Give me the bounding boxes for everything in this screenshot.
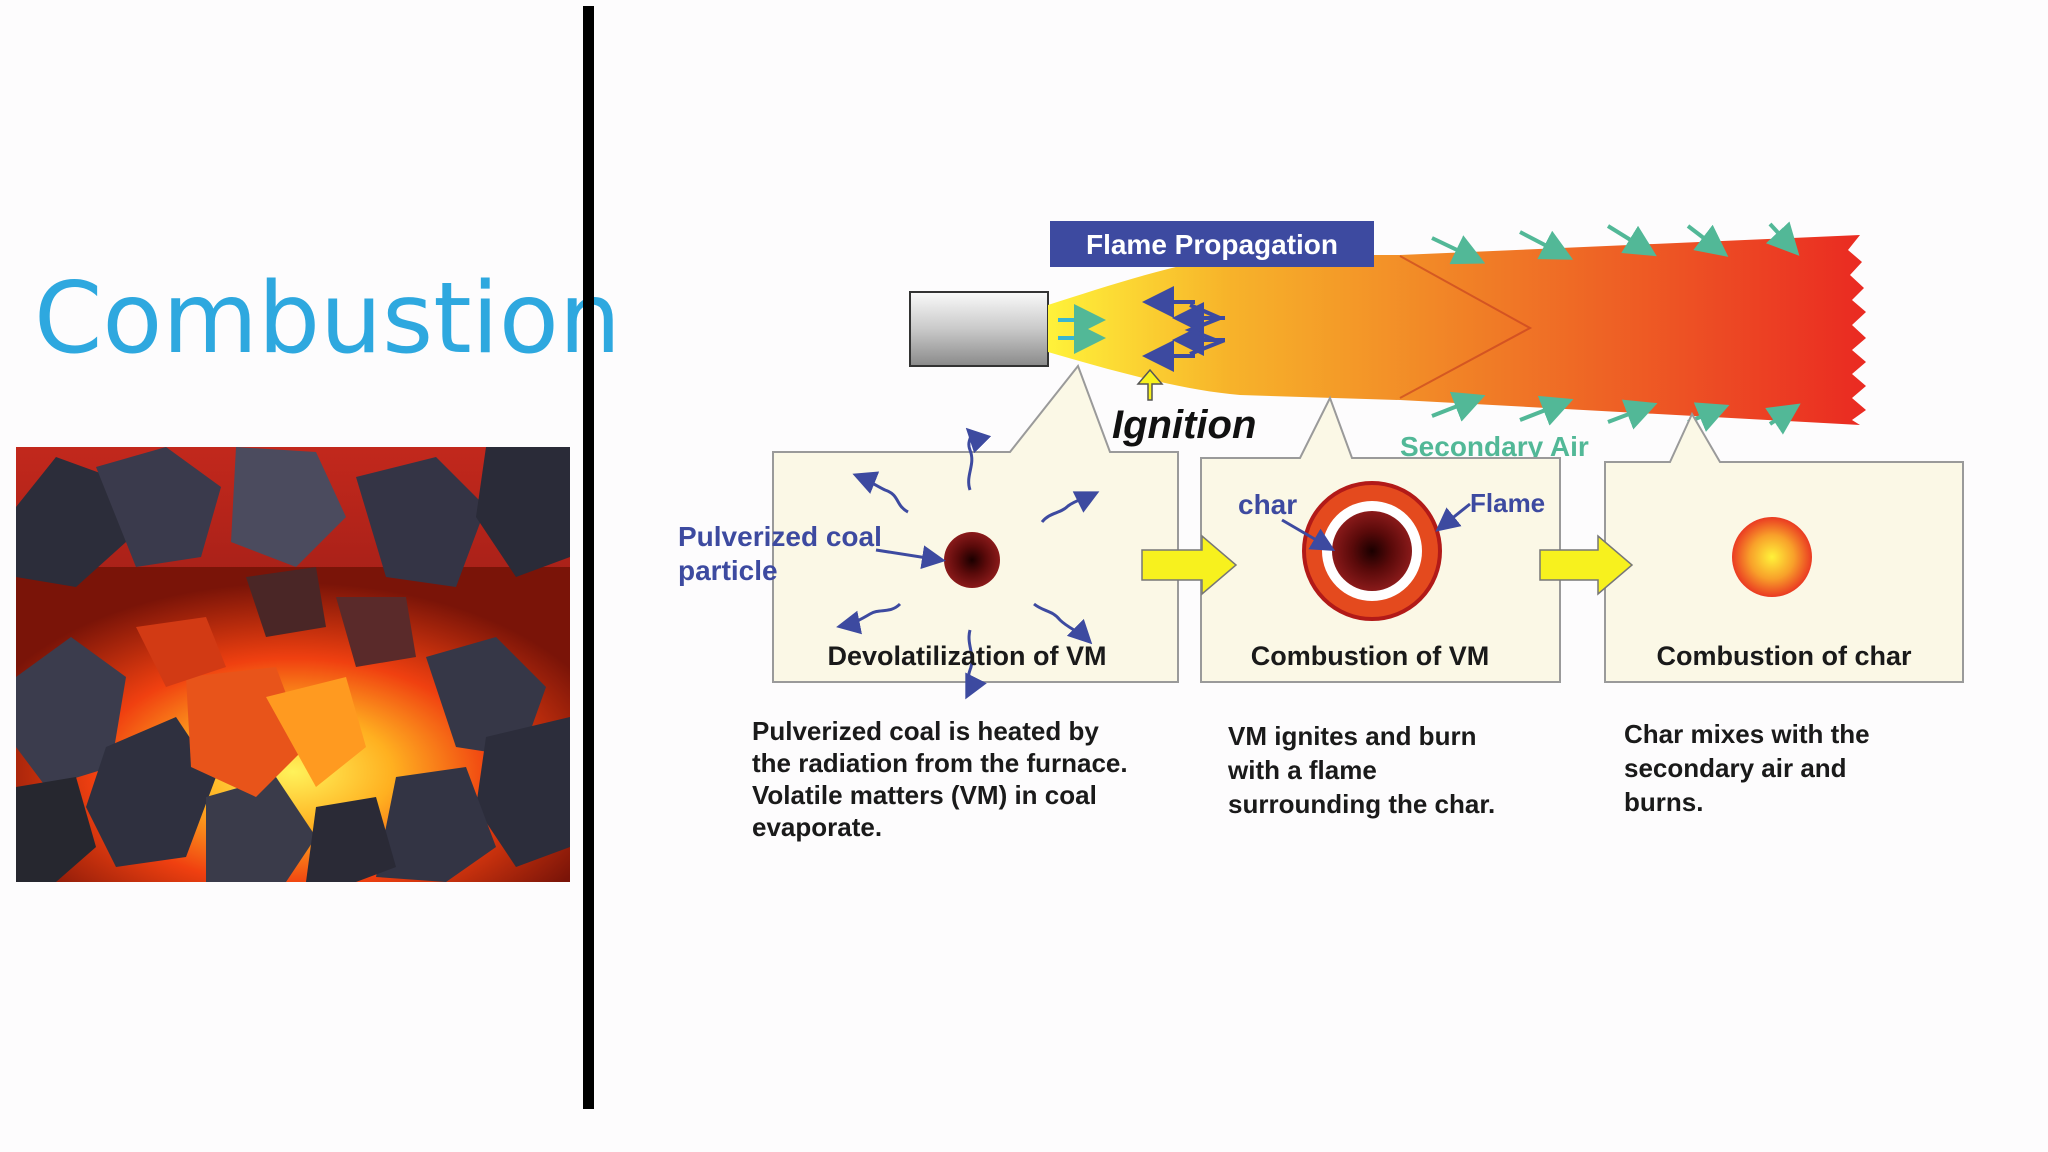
flame-pointer <box>1435 502 1471 532</box>
volatile-release-arrows <box>836 427 1100 700</box>
flame-propagation-label: Flame Propagation <box>1086 229 1338 260</box>
char-particle <box>1332 511 1412 591</box>
stage-caption-char-combustion: Combustion of char <box>1657 641 1912 671</box>
flame-propagation-arrows <box>1142 286 1226 372</box>
stage-description-vm-combustion: VM ignites and burn with a flame surroun… <box>1228 721 1496 819</box>
stage-box-1 <box>772 363 1179 683</box>
particle-label-line2: particle <box>678 555 778 586</box>
stage-caption-devolatilization: Devolatilization of VM <box>827 641 1106 671</box>
vertical-divider <box>583 6 594 1109</box>
stage-description-char-combustion: Char mixes with the secondary air and bu… <box>1624 719 1870 817</box>
burner-nozzle <box>909 291 1049 367</box>
secondary-air-label: Secondary Air <box>1400 431 1589 462</box>
coal-particle <box>944 532 1000 588</box>
flame-front-cone <box>1399 255 1533 399</box>
secondary-air-arrows <box>1431 221 1801 435</box>
flame-body <box>1048 235 1866 425</box>
stage-caption-vm-combustion: Combustion of VM <box>1251 641 1489 671</box>
particle-label-line1: Pulverized coal <box>678 521 882 552</box>
flame-label: Flame <box>1470 488 1545 518</box>
burning-coal-photo <box>16 447 570 882</box>
burning-char <box>1732 517 1812 597</box>
stage-description-devolatilization: Pulverized coal is heated by the radiati… <box>752 716 1128 842</box>
ignition-arrow <box>1136 368 1164 401</box>
particle-pointer <box>875 545 946 570</box>
stage-arrow-2 <box>1539 534 1634 596</box>
stage-arrow-1 <box>1141 534 1238 596</box>
ignition-label: Ignition <box>1112 403 1256 447</box>
char-label: char <box>1238 489 1297 520</box>
slide-title: Combustion <box>34 262 621 376</box>
fuel-arrows <box>1058 304 1106 354</box>
flame-propagation-label-box <box>1050 221 1374 267</box>
char-pointer <box>1281 518 1336 552</box>
